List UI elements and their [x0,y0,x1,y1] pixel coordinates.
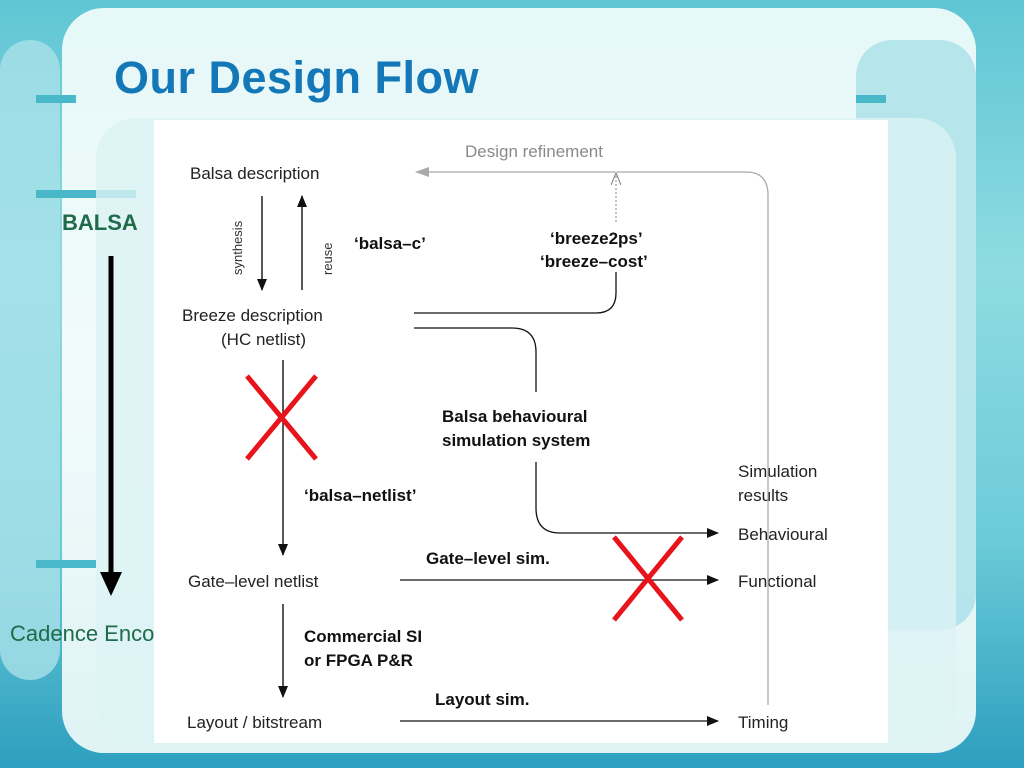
balsa-description-node: Balsa description [190,164,319,183]
design-refinement-label: Design refinement [465,142,603,161]
breeze-description-node: Breeze description [182,306,323,325]
breeze-to-tools-line [414,272,617,314]
balsa-netlist-label: ‘balsa–netlist’ [304,486,416,505]
gate-level-sim-label: Gate–level sim. [426,549,550,568]
behavioural-sim-to-behavioural-arrow [535,462,719,538]
decorative-bar-left-low [36,560,96,568]
decorative-left-shape [0,40,60,680]
layout-sim-label: Layout sim. [435,690,529,709]
slide-title: Our Design Flow [114,52,480,103]
decorative-bar-right-top [856,95,886,103]
design-flow-diagram: Balsa description Breeze description (HC… [154,120,888,743]
left-flow-arrow [100,256,122,596]
gate-level-netlist-node: Gate–level netlist [188,572,319,591]
design-refinement-arrow [415,167,769,705]
breeze2ps-label: ‘breeze2ps’ [550,229,643,248]
hc-netlist-node: (HC netlist) [221,330,306,349]
simulation-results-node-line1: Simulation [738,462,817,481]
decorative-bar-left-mid [36,190,136,198]
functional-node: Functional [738,572,816,591]
commercial-label-line1: Commercial SI [304,627,422,646]
reuse-label: reuse [320,242,335,275]
decorative-bar-left-top [36,95,76,103]
simulation-results-node-line2: results [738,486,788,505]
synthesis-label: synthesis [230,220,245,275]
behavioural-sim-label-line1: Balsa behavioural [442,407,588,426]
breeze-to-behavioural-sim-line [414,327,537,392]
breeze-cost-label: ‘breeze–cost’ [540,252,648,271]
red-cross-netlist [245,374,318,461]
layout-bitstream-node: Layout / bitstream [187,713,322,732]
behavioural-node: Behavioural [738,525,828,544]
balsa-label: BALSA [62,210,138,235]
red-cross-functional [612,535,684,622]
behavioural-sim-label-line2: simulation system [442,431,590,450]
balsa-c-label: ‘balsa–c’ [354,234,426,253]
commercial-label-line2: or FPGA P&R [304,651,413,670]
timing-node: Timing [738,713,788,732]
